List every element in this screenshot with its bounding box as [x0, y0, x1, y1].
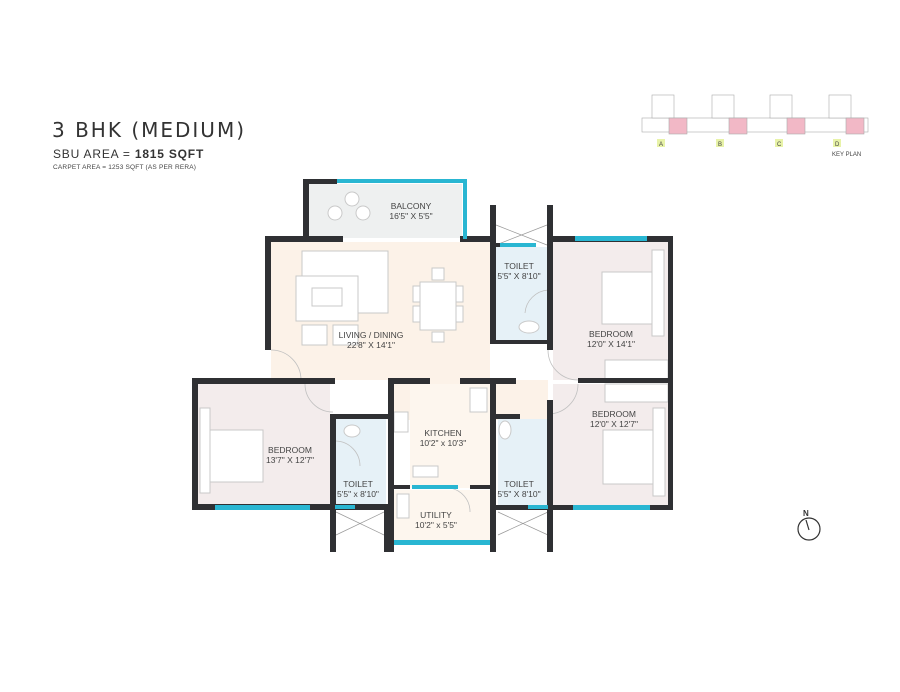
toilet-right-name: TOILET	[504, 479, 534, 489]
key-plan-label: KEY PLAN	[832, 152, 861, 158]
plan-title: 3 BHK (MEDIUM)	[52, 118, 247, 142]
windows	[215, 179, 650, 545]
key-unit-d	[845, 117, 865, 135]
toilet-top-name: TOILET	[504, 261, 534, 271]
bedroom-top-right-name: BEDROOM	[589, 329, 633, 339]
key-letter-d: D	[835, 142, 840, 148]
key-unit-c	[786, 117, 806, 135]
north-compass-icon: N	[797, 509, 821, 541]
sbu-label: SBU AREA =	[53, 147, 135, 161]
bedroom-bottom-right-name: BEDROOM	[592, 409, 636, 419]
key-letter-a: A	[659, 142, 663, 148]
compass-label: N	[803, 509, 809, 518]
kitchen-size: 10'2" x 10'3"	[420, 438, 467, 448]
utility-size: 10'2" x 5'5"	[415, 520, 457, 530]
shafts	[335, 224, 549, 536]
toilet-left-name: TOILET	[343, 479, 373, 489]
living-name: LIVING / DINING	[339, 330, 404, 340]
key-plan	[641, 94, 869, 147]
carpet-area: CARPET AREA = 1253 SQFT (AS PER RERA)	[53, 164, 197, 171]
key-letter-b: B	[718, 142, 722, 148]
living-size: 22'8" X 14'1"	[347, 340, 395, 350]
bedroom-left-size: 13'7" X 12'7"	[266, 455, 314, 465]
sbu-value: 1815 SQFT	[134, 147, 205, 161]
furniture	[199, 191, 669, 519]
toilet-right-size: 5'5" X 8'10"	[497, 489, 540, 499]
key-unit-b	[728, 117, 748, 135]
key-unit-a	[668, 117, 688, 135]
balcony-name: BALCONY	[391, 201, 432, 211]
toilet-top-size: 5'5" X 8'10"	[497, 271, 540, 281]
bedroom-top-right-size: 12'0" X 14'1"	[587, 339, 635, 349]
toilet-left-size: 5'5" x 8'10"	[337, 489, 379, 499]
bedroom-left-name: BEDROOM	[268, 445, 312, 455]
key-letter-c: C	[777, 142, 782, 148]
utility-name: UTILITY	[420, 510, 452, 520]
utility-floor	[394, 490, 490, 540]
bedroom-bottom-right-size: 12'0" X 12'7"	[590, 419, 638, 429]
door-swings	[270, 289, 579, 513]
kitchen-name: KITCHEN	[424, 428, 461, 438]
sbu-area: SBU AREA = 1815 SQFT	[53, 147, 204, 161]
balcony-size: 16'5" X 5'5"	[389, 211, 432, 221]
